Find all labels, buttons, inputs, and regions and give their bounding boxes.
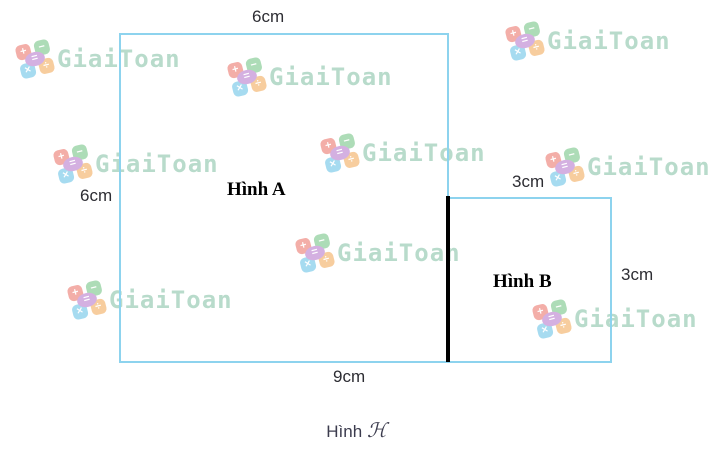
giaitoan-watermark: + − × ÷ = GiaiToan — [52, 143, 219, 185]
giaitoan-watermark: + − × ÷ = GiaiToan — [319, 132, 486, 174]
watermark-brand-text: GiaiToan — [362, 139, 486, 167]
giaitoan-watermark: + − × ÷ = GiaiToan — [544, 146, 711, 188]
watermark-brand-text: GiaiToan — [587, 153, 711, 181]
watermark-brand-text: GiaiToan — [109, 286, 233, 314]
giaitoan-logo-icon: + − × ÷ = — [14, 38, 56, 80]
shape-a-name: Hình A — [227, 179, 286, 200]
giaitoan-watermark: + − × ÷ = GiaiToan — [66, 279, 233, 321]
watermark-brand-text: GiaiToan — [95, 150, 219, 178]
watermark-brand-text: GiaiToan — [574, 305, 698, 333]
giaitoan-watermark: + − × ÷ = GiaiToan — [226, 56, 393, 98]
giaitoan-watermark: + − × ÷ = GiaiToan — [504, 20, 671, 62]
figure-caption: Hình ℋ — [0, 418, 713, 442]
giaitoan-watermark: + − × ÷ = GiaiToan — [294, 232, 461, 274]
figure-caption-symbol: ℋ — [366, 418, 387, 442]
dimension-label-b-right: 3cm — [621, 265, 654, 284]
dimension-label-a-left: 6cm — [80, 186, 113, 205]
watermark-brand-text: GiaiToan — [57, 45, 181, 73]
watermark-brand-text: GiaiToan — [337, 239, 461, 267]
giaitoan-logo-icon: + − × ÷ = — [52, 143, 94, 185]
giaitoan-watermark: + − × ÷ = GiaiToan — [14, 38, 181, 80]
giaitoan-logo-icon: + − × ÷ = — [504, 20, 546, 62]
shared-edge-line — [446, 196, 450, 362]
shape-b-name: Hình B — [493, 271, 552, 292]
figure-caption-prefix: Hình — [326, 422, 363, 441]
giaitoan-logo-icon: + − × ÷ = — [544, 146, 586, 188]
dimension-label-a-top: 6cm — [252, 7, 285, 26]
giaitoan-watermark: + − × ÷ = GiaiToan — [531, 298, 698, 340]
watermark-brand-text: GiaiToan — [269, 63, 393, 91]
giaitoan-logo-icon: + − × ÷ = — [66, 279, 108, 321]
dimension-label-bottom: 9cm — [333, 367, 366, 386]
dimension-label-b-top: 3cm — [512, 172, 545, 191]
watermark-brand-text: GiaiToan — [547, 27, 671, 55]
